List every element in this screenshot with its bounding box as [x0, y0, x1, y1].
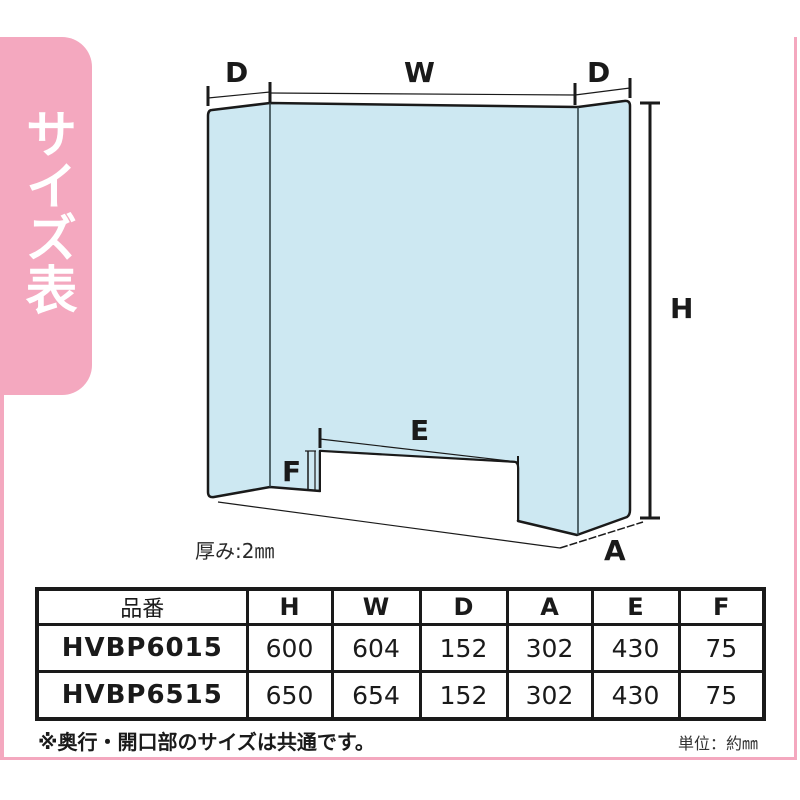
- cell-product-code: HVBP6515: [35, 670, 249, 721]
- dimension-lines: [206, 78, 660, 549]
- cell-d: 152: [418, 623, 509, 673]
- thickness-note: 厚み:2㎜: [195, 539, 275, 563]
- header-h: H: [245, 587, 334, 626]
- partition-panel: [206, 99, 632, 537]
- dim-label-a: A: [604, 534, 626, 567]
- cell-f: 75: [677, 670, 766, 721]
- header-e: E: [590, 587, 681, 626]
- header-product-code: 品番: [35, 587, 249, 626]
- cell-h: 650: [245, 670, 334, 721]
- cell-d: 152: [418, 670, 509, 721]
- cell-a: 302: [505, 670, 594, 721]
- common-size-footnote: ※奥行・開口部のサイズは共通です。: [38, 730, 375, 754]
- header-a: A: [505, 587, 594, 626]
- table-header-row: 品番 H W D A E F: [35, 587, 766, 626]
- dim-label-h: H: [670, 292, 693, 325]
- cell-a: 302: [505, 623, 594, 673]
- size-chart-tab: サイズ表: [0, 37, 92, 395]
- cell-w: 654: [330, 670, 422, 721]
- table-row: HVBP6015 600 604 152 302 430 75: [35, 623, 766, 673]
- cell-e: 430: [590, 623, 681, 673]
- header-w: W: [330, 587, 422, 626]
- size-spec-table: 品番 H W D A E F HVBP6015 600 604 152 302 …: [35, 587, 766, 721]
- unit-label: 単位：約㎜: [677, 734, 758, 753]
- header-f: F: [677, 587, 766, 626]
- dim-label-d-right: D: [587, 56, 610, 89]
- dim-label-d-left: D: [225, 56, 248, 89]
- dim-label-f: F: [282, 455, 301, 488]
- dim-label-e: E: [410, 414, 429, 447]
- dim-label-w: W: [404, 56, 435, 89]
- cell-h: 600: [245, 623, 334, 673]
- cell-w: 604: [330, 623, 422, 673]
- cell-f: 75: [677, 623, 766, 673]
- header-d: D: [418, 587, 509, 626]
- cell-product-code: HVBP6015: [35, 623, 249, 673]
- size-chart-tab-label: サイズ表: [16, 107, 76, 315]
- table-row: HVBP6515 650 654 152 302 430 75: [35, 670, 766, 721]
- pink-frame-border: [0, 37, 797, 760]
- cell-e: 430: [590, 670, 681, 721]
